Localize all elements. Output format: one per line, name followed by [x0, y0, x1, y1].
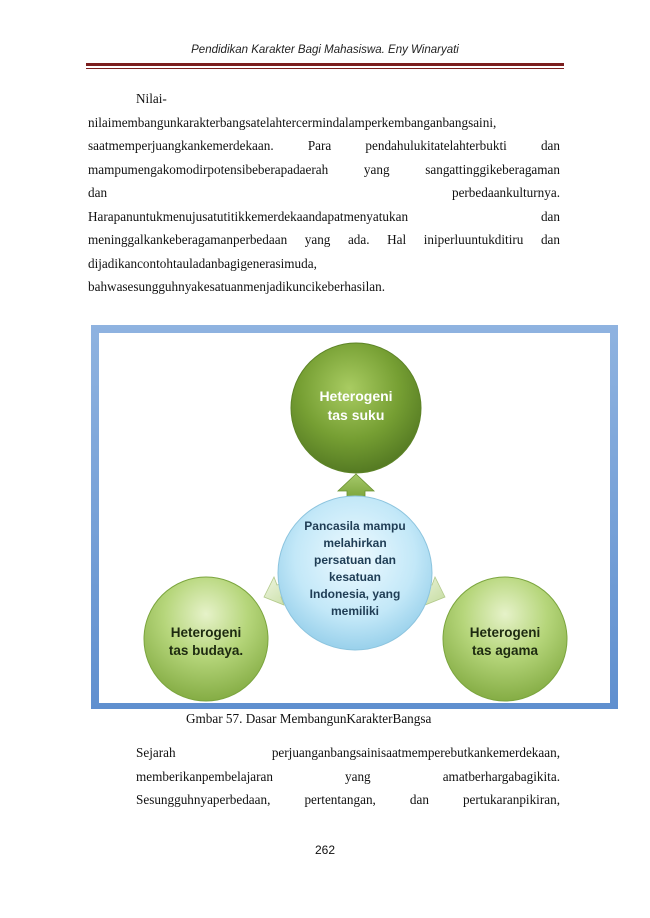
node-suku: Heterogeni tas suku	[290, 342, 422, 474]
node-agama-label-2: tas agama	[472, 643, 539, 658]
text-word: dan	[409, 792, 429, 807]
running-header: Pendidikan Karakter Bagi Mahasiswa. Eny …	[191, 44, 459, 56]
diagram: Heterogeni tas suku Pancasila mampu mela…	[143, 342, 568, 702]
node-agama: Heterogeni tas agama	[442, 576, 568, 702]
node-budaya-label-2: tas budaya.	[169, 643, 243, 658]
text-word: pertentangan,	[304, 792, 376, 807]
text-word: pertukaranpikiran,	[462, 792, 560, 807]
node-budaya: Heterogeni tas budaya.	[143, 576, 269, 702]
page-number: 262	[314, 843, 336, 857]
text-word: dan	[88, 185, 108, 200]
text-line: bahwasesungguhnyakesatuanmenjadikuncikeb…	[88, 275, 560, 299]
figure-caption: Gmbar 57. Dasar MembangunKarakterBangsa	[186, 711, 432, 726]
node-suku-label-1: Heterogeni	[319, 388, 392, 404]
node-pancasila: Pancasila mampu melahirkan persatuan dan…	[277, 495, 433, 651]
text-line: nilaimembangunkarakterbangsatelahtercerm…	[88, 111, 560, 135]
center-line-4: kesatuan	[329, 570, 381, 584]
text-word: perbedaankulturnya.	[451, 185, 560, 200]
header-rule-thin	[86, 68, 564, 69]
header-rule-thick	[86, 63, 564, 66]
center-line-1: Pancasila mampu	[304, 519, 405, 533]
text-line: Harapanuntukmenujusatutitikkemerdekaanda…	[88, 205, 560, 229]
text-word: Para	[307, 138, 332, 153]
text-word: ada.	[347, 232, 370, 247]
center-line-5: Indonesia, yang	[310, 587, 401, 601]
center-line-6: memiliki	[331, 604, 379, 618]
text-word: iniperluuntukditiru	[423, 232, 524, 247]
text-word: nilaimembangunkarakterbangsatelahtercerm…	[88, 114, 497, 130]
text-word: memberikanpembelajaran	[136, 768, 273, 784]
text-word: sangattinggikeberagaman	[425, 161, 560, 177]
text-line: saatmemperjuangkankemerdekaan. Para pendah…	[88, 134, 560, 158]
text-word: meninggalkankeberagamanperbedaan	[88, 232, 288, 247]
paragraph-2: Sejarah perjuanganbangsainisaatmemperebut…	[88, 741, 560, 812]
text-line: Nilai-	[88, 87, 560, 111]
text-line: dan perbedaankulturnya.	[88, 181, 560, 205]
text-line: Sesungguhnyaperbedaan, pertentangan, dan pe…	[88, 788, 560, 812]
text-word: yang	[363, 161, 390, 177]
text-line: dijadikancontohtauladanbagigenerasimuda,	[88, 252, 560, 276]
text-word: yang	[304, 232, 331, 247]
figure-canvas: Heterogeni tas suku Pancasila mampu mela…	[99, 333, 610, 703]
text-line: mampumengakomodirpotensibeberapadaerah ya…	[88, 158, 560, 182]
text-word: amatberhargabagikita.	[442, 768, 560, 784]
node-budaya-label-1: Heterogeni	[171, 625, 242, 640]
text-word: Sesungguhnyaperbedaan,	[136, 792, 271, 807]
text-line: memberikanpembelajaran yang amatberhargaba…	[88, 765, 560, 789]
text-line: meninggalkankeberagamanperbedaan yang ada.…	[88, 228, 560, 252]
text-word: Sejarah	[136, 745, 176, 760]
text-word: yang	[345, 768, 371, 784]
text-word: dan	[540, 138, 560, 153]
text-word: perjuanganbangsainisaatmemperebutkankeme…	[271, 745, 560, 760]
paragraph-1: Nilai-nilaimembangunkarakterbangsatelaht…	[88, 87, 560, 299]
text-word: mampumengakomodirpotensibeberapadaerah	[88, 161, 329, 177]
node-agama-label-1: Heterogeni	[470, 625, 541, 640]
node-suku-label-2: tas suku	[328, 407, 385, 423]
text-word: pendahulukitatelahterbukti	[365, 138, 507, 153]
text-word: dijadikancontohtauladanbagigenerasimuda,	[88, 255, 317, 271]
text-word: dan	[540, 232, 560, 247]
text-word: Hal	[387, 232, 407, 247]
text-word: saatmemperjuangkankemerdekaan.	[88, 138, 274, 153]
center-line-3: persatuan dan	[314, 553, 396, 567]
text-word: Nilai-	[136, 91, 167, 106]
figure-frame: Heterogeni tas suku Pancasila mampu mela…	[91, 325, 618, 709]
text-word: Harapanuntukmenujusatutitikkemerdekaanda…	[88, 208, 409, 224]
text-word: bahwasesungguhnyakesatuanmenjadikuncikeb…	[88, 279, 385, 294]
text-line: Sejarah perjuanganbangsainisaatmemperebut…	[88, 741, 560, 765]
text-word: dan	[540, 208, 560, 224]
center-line-2: melahirkan	[323, 536, 386, 550]
